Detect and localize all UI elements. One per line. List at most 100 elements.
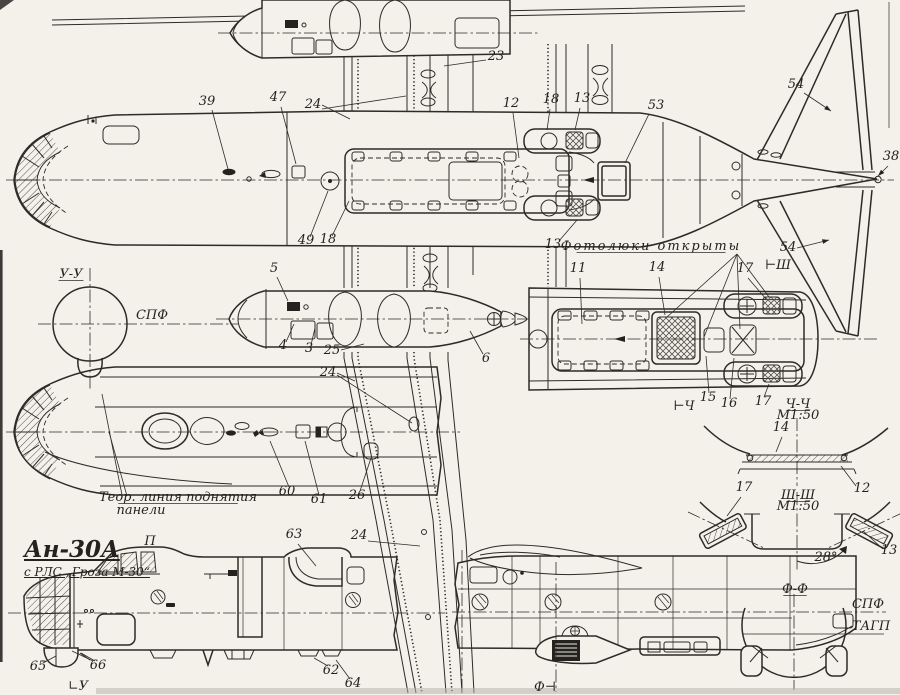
note-theory-line-2: панели — [116, 503, 165, 518]
leader-line — [763, 383, 770, 398]
section-title-shsh: Ш-Ш — [780, 488, 816, 503]
section-marker-f: Ф⊣ — [534, 680, 556, 695]
leader-line — [443, 59, 487, 67]
label-tagp: ТАГП — [852, 619, 891, 634]
callout-6: 6 — [482, 351, 490, 366]
callout-23: 23 — [487, 49, 505, 64]
callout-39: 39 — [199, 94, 216, 109]
leader-line — [340, 343, 365, 351]
leader-line — [269, 440, 290, 488]
leader-line — [579, 277, 583, 325]
callout-3: 3 — [305, 341, 313, 356]
leader-line — [42, 655, 57, 664]
leader-line — [276, 276, 289, 302]
side-view-rear — [454, 544, 857, 692]
drawing-title: Ан-30А — [24, 536, 120, 563]
bottom-view-rear — [520, 287, 880, 391]
callout-54: 54 — [788, 77, 805, 92]
scale-chch: М1:50 — [776, 408, 820, 423]
leader-line — [469, 330, 484, 355]
scale-shsh: М1:50 — [776, 499, 820, 514]
callout-17: 17 — [737, 261, 754, 276]
leader-line — [336, 374, 413, 424]
callout-15: 15 — [700, 390, 717, 405]
section-uu — [38, 268, 238, 390]
leader-line — [335, 659, 351, 680]
callout-26: 26 — [348, 488, 366, 503]
leader-line — [512, 112, 520, 159]
leader-line — [331, 200, 350, 237]
leader-line — [321, 95, 407, 110]
angle-label: 28° — [813, 550, 837, 565]
callout-13: 13 — [574, 91, 591, 106]
section-ff — [452, 594, 886, 690]
leader-line — [321, 104, 351, 120]
callout-16: 16 — [721, 396, 738, 411]
marker-p: П — [143, 534, 156, 549]
leader-line — [666, 253, 738, 318]
leader-line — [726, 496, 742, 517]
section-marker-ch: ⊢Ч — [673, 399, 695, 414]
callout-13: 13 — [545, 237, 562, 252]
callout-12: 12 — [854, 481, 871, 496]
callout-18: 18 — [320, 232, 337, 247]
leader-line — [80, 652, 96, 662]
side-view-forward — [8, 546, 445, 668]
callout-64: 64 — [345, 676, 362, 691]
leader-line — [574, 107, 581, 131]
callout-38: 38 — [883, 149, 900, 164]
section-title-ff: Ф-Ф — [782, 582, 808, 597]
plan-view — [6, 9, 894, 337]
leader-line — [211, 109, 229, 170]
leader-line — [658, 276, 666, 316]
leader-line — [297, 543, 317, 567]
leader-line — [71, 650, 94, 662]
callout-63: 63 — [286, 527, 303, 542]
leader-line — [546, 108, 551, 131]
callout-60: 60 — [279, 484, 296, 499]
callout-17: 17 — [755, 394, 772, 409]
note-theory-line: Теор. линия поднятия — [99, 490, 257, 505]
callout-12: 12 — [503, 96, 520, 111]
leader-arrowhead — [878, 169, 885, 176]
engine-nacelle-top — [218, 0, 540, 59]
label-spf-uu: СПФ — [136, 308, 168, 323]
leader-line — [705, 355, 710, 394]
leader-line — [558, 219, 578, 242]
leader-line — [367, 540, 421, 547]
leader-line — [304, 440, 320, 496]
callout-4: 4 — [278, 338, 287, 353]
callout-14: 14 — [649, 260, 666, 275]
callout-24: 24 — [319, 365, 337, 380]
callout-13: 13 — [881, 543, 898, 558]
leader-line — [313, 657, 329, 667]
section-chch — [703, 418, 889, 486]
callout-62: 62 — [323, 663, 340, 678]
section-marker-u: ∟У — [68, 679, 90, 694]
leader-line — [336, 372, 356, 382]
callout-54: 54 — [780, 240, 797, 255]
leader-line — [775, 436, 783, 453]
title-block: Ан-30А с РЛС „Гроза М-30“ — [24, 536, 150, 579]
leader-line — [310, 327, 316, 346]
wing-panel-band-lower — [343, 352, 475, 694]
callout-47: 47 — [269, 90, 287, 105]
engine-nacelle-plan — [216, 289, 536, 349]
callout-24: 24 — [304, 97, 322, 112]
callout-11: 11 — [570, 261, 587, 276]
leader-line — [280, 106, 297, 165]
callout-61: 61 — [311, 492, 328, 507]
section-marker-sh: ⊢Ш — [765, 258, 792, 273]
leader-line — [285, 323, 295, 343]
leader-line — [747, 277, 767, 300]
leader-arrowhead — [824, 105, 831, 111]
leader-line — [359, 457, 372, 492]
callout-66: 66 — [90, 658, 107, 673]
note-photo-hatches: Фотолюки открыты — [561, 239, 742, 254]
leader-line — [703, 253, 738, 338]
callout-14: 14 — [773, 420, 790, 435]
section-title-uu: У-У — [59, 267, 84, 282]
leader-line — [101, 393, 123, 496]
